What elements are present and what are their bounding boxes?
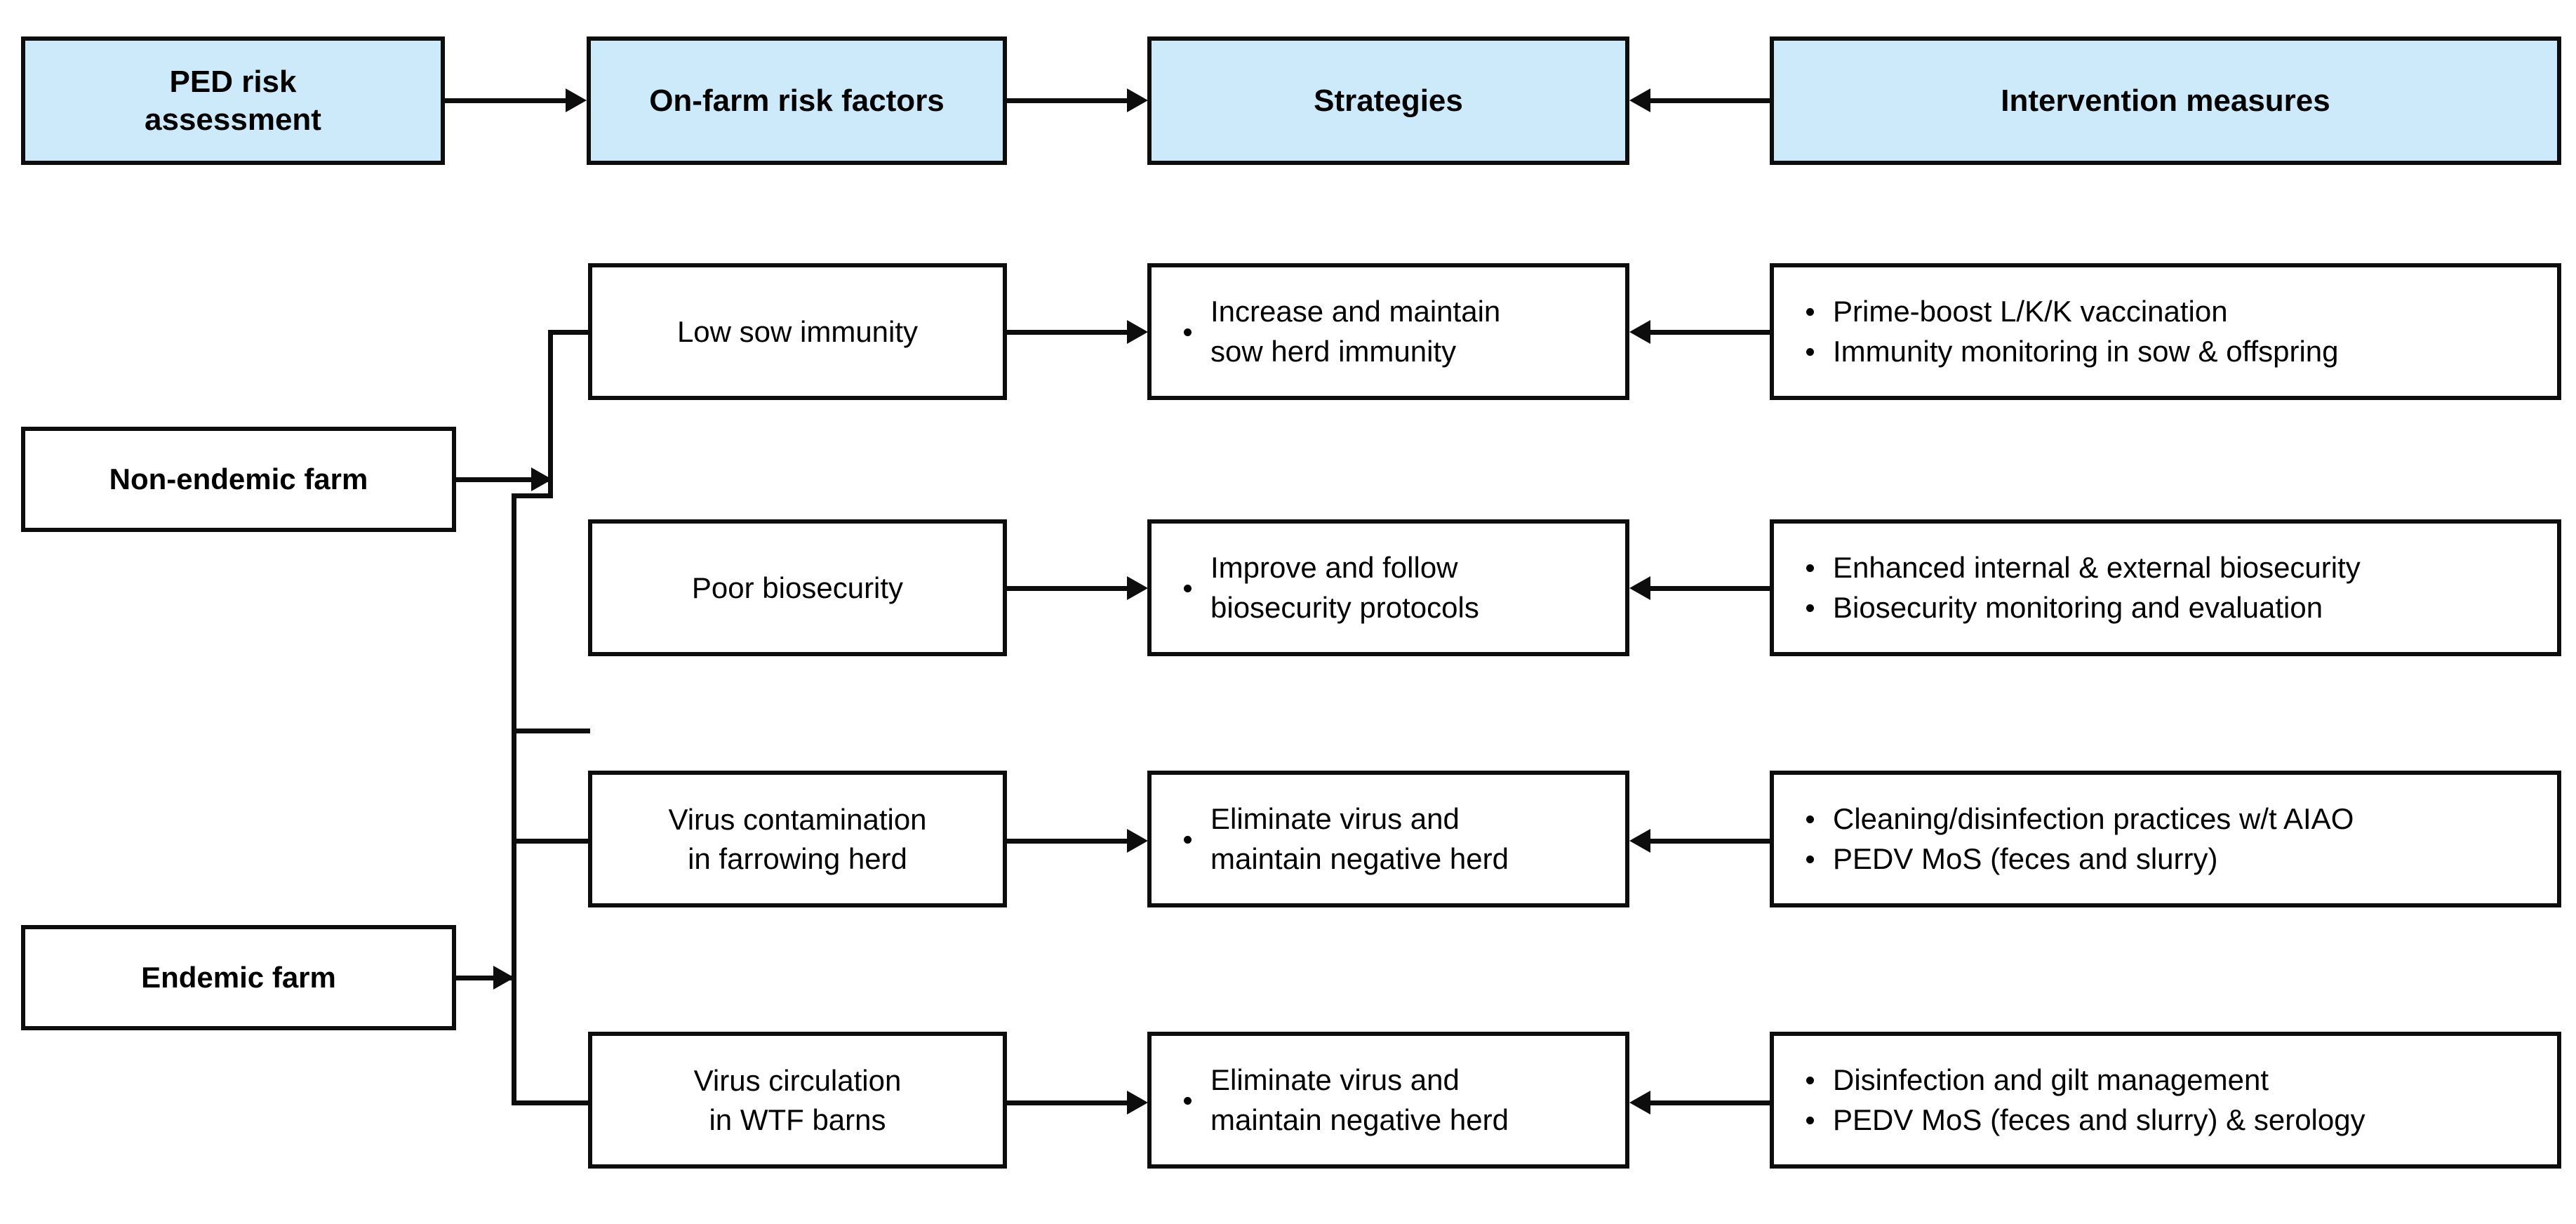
header-label-strategies: Strategies — [1314, 83, 1463, 118]
risk-factor-box-poor-biosecurity: Poor biosecurity — [588, 519, 1007, 656]
intervention-bullet-item: PEDV MoS (feces and slurry) & serology — [1801, 1100, 2365, 1140]
arrow-line-intervention-cleaning-to-strategy — [1648, 839, 1771, 844]
arrow-head-intervention-immunity-to-strategy — [1629, 320, 1650, 344]
arrow-line-intervention-biosecurity-to-strategy — [1648, 586, 1771, 591]
header-box-on-farm-risk-factors: On-farm risk factors — [587, 36, 1007, 165]
intervention-box-immunity: Prime-boost L/K/K vaccination Immunity m… — [1770, 263, 2561, 400]
strategy-bullet-item: Improve and follow biosecurity protocols — [1178, 548, 1479, 627]
arrow-line-low-sow-immunity-to-strategy — [1007, 330, 1130, 335]
risk-factor-box-virus-circulation-wtf-barns: Virus circulation in WTF barns — [588, 1032, 1007, 1169]
intervention-box-biosecurity: Enhanced internal & external biosecurity… — [1770, 519, 2561, 656]
arrow-line-virus-contamination-to-strategy — [1007, 839, 1130, 844]
connector-endemic-to-branch — [456, 976, 516, 980]
farm-box-endemic-farm: Endemic farm — [21, 925, 456, 1030]
branch-stub-poor-biosecurity — [512, 729, 590, 733]
intervention-bullet-item: Prime-boost L/K/K vaccination — [1801, 292, 2339, 331]
arrow-head-low-sow-immunity-to-strategy — [1127, 320, 1148, 344]
header-label-ped-risk-assessment: PED risk assessment — [145, 64, 321, 137]
header-box-intervention-measures: Intervention measures — [1770, 36, 2561, 165]
arrow-line-virus-circulation-to-strategy — [1007, 1100, 1130, 1105]
farm-label-endemic-farm: Endemic farm — [141, 960, 336, 994]
intervention-box-cleaning: Cleaning/disinfection practices w/t AIAO… — [1770, 771, 2561, 907]
header-label-on-farm-risk-factors: On-farm risk factors — [649, 83, 945, 118]
intervention-bullet-item: Enhanced internal & external biosecurity — [1801, 548, 2361, 587]
arrow-head-endemic-to-branch — [493, 966, 514, 990]
arrow-head-intervention-gilt-to-strategy — [1629, 1091, 1650, 1115]
farm-box-non-endemic-farm: Non-endemic farm — [21, 427, 456, 532]
strategy-box-biosecurity-protocols: Improve and follow biosecurity protocols — [1147, 519, 1629, 656]
arrow-head-intervention-cleaning-to-strategy — [1629, 829, 1650, 853]
intervention-bullets-gilt: Disinfection and gilt management PEDV Mo… — [1774, 1060, 2365, 1140]
risk-factor-box-virus-contamination-farrowing-herd: Virus contamination in farrowing herd — [588, 771, 1007, 907]
branch-link-non-endemic-to-endemic-spine — [512, 493, 553, 498]
intervention-bullet-item: Biosecurity monitoring and evaluation — [1801, 588, 2361, 627]
branch-spine-non-endemic — [548, 330, 553, 498]
arrow-head-virus-circulation-to-strategy — [1127, 1091, 1148, 1115]
intervention-bullet-item: PEDV MoS (feces and slurry) — [1801, 839, 2354, 879]
arrow-line-header-2-to-3 — [1007, 98, 1130, 103]
risk-factor-label-poor-biosecurity: Poor biosecurity — [691, 571, 904, 604]
strategy-bullet-item: Eliminate virus and maintain negative he… — [1178, 799, 1509, 879]
strategy-box-eliminate-virus-farrowing: Eliminate virus and maintain negative he… — [1147, 771, 1629, 907]
branch-stub-virus-contamination — [512, 839, 590, 844]
strategy-bullets-biosecurity-protocols: Improve and follow biosecurity protocols — [1152, 548, 1479, 627]
strategy-box-eliminate-virus-wtf: Eliminate virus and maintain negative he… — [1147, 1032, 1629, 1169]
arrow-line-intervention-immunity-to-strategy — [1648, 330, 1771, 335]
arrow-head-header-1-to-2 — [566, 88, 587, 112]
strategy-bullet-item: Eliminate virus and maintain negative he… — [1178, 1060, 1509, 1140]
branch-stub-low-sow-immunity — [548, 330, 590, 335]
strategy-bullets-eliminate-virus-farrowing: Eliminate virus and maintain negative he… — [1152, 799, 1509, 879]
arrow-head-header-2-to-3 — [1127, 88, 1148, 112]
intervention-box-gilt: Disinfection and gilt management PEDV Mo… — [1770, 1032, 2561, 1169]
risk-factor-label-virus-circulation-wtf-barns: Virus circulation in WTF barns — [693, 1064, 902, 1136]
branch-spine-endemic — [512, 493, 516, 1105]
risk-factor-label-low-sow-immunity: Low sow immunity — [676, 314, 919, 348]
header-label-intervention-measures: Intervention measures — [2001, 83, 2330, 118]
risk-factor-box-low-sow-immunity: Low sow immunity — [588, 263, 1007, 400]
intervention-bullets-immunity: Prime-boost L/K/K vaccination Immunity m… — [1774, 292, 2339, 371]
header-box-strategies: Strategies — [1147, 36, 1629, 165]
intervention-bullet-item: Disinfection and gilt management — [1801, 1060, 2365, 1100]
branch-stub-virus-circulation — [512, 1100, 590, 1105]
arrow-head-header-4-to-3 — [1629, 88, 1650, 112]
arrow-line-header-1-to-2 — [445, 98, 568, 103]
intervention-bullets-biosecurity: Enhanced internal & external biosecurity… — [1774, 548, 2361, 627]
arrow-line-intervention-gilt-to-strategy — [1648, 1100, 1771, 1105]
farm-label-non-endemic-farm: Non-endemic farm — [109, 462, 368, 495]
intervention-bullets-cleaning: Cleaning/disinfection practices w/t AIAO… — [1774, 799, 2354, 879]
arrow-head-virus-contamination-to-strategy — [1127, 829, 1148, 853]
strategy-bullets-eliminate-virus-wtf: Eliminate virus and maintain negative he… — [1152, 1060, 1509, 1140]
strategy-bullet-item: Increase and maintain sow herd immunity — [1178, 292, 1500, 371]
risk-factor-label-virus-contamination-farrowing-herd: Virus contamination in farrowing herd — [668, 803, 927, 875]
strategy-bullets-sow-herd-immunity: Increase and maintain sow herd immunity — [1152, 292, 1500, 371]
connector-non-endemic-to-branch — [456, 477, 553, 482]
header-box-ped-risk-assessment: PED risk assessment — [21, 36, 445, 165]
intervention-bullet-item: Cleaning/disinfection practices w/t AIAO — [1801, 799, 2354, 839]
arrow-head-intervention-biosecurity-to-strategy — [1629, 576, 1650, 600]
arrow-line-poor-biosecurity-to-strategy — [1007, 586, 1130, 591]
strategy-box-sow-herd-immunity: Increase and maintain sow herd immunity — [1147, 263, 1629, 400]
arrow-line-header-4-to-3 — [1648, 98, 1771, 103]
intervention-bullet-item: Immunity monitoring in sow & offspring — [1801, 332, 2339, 371]
arrow-head-poor-biosecurity-to-strategy — [1127, 576, 1148, 600]
